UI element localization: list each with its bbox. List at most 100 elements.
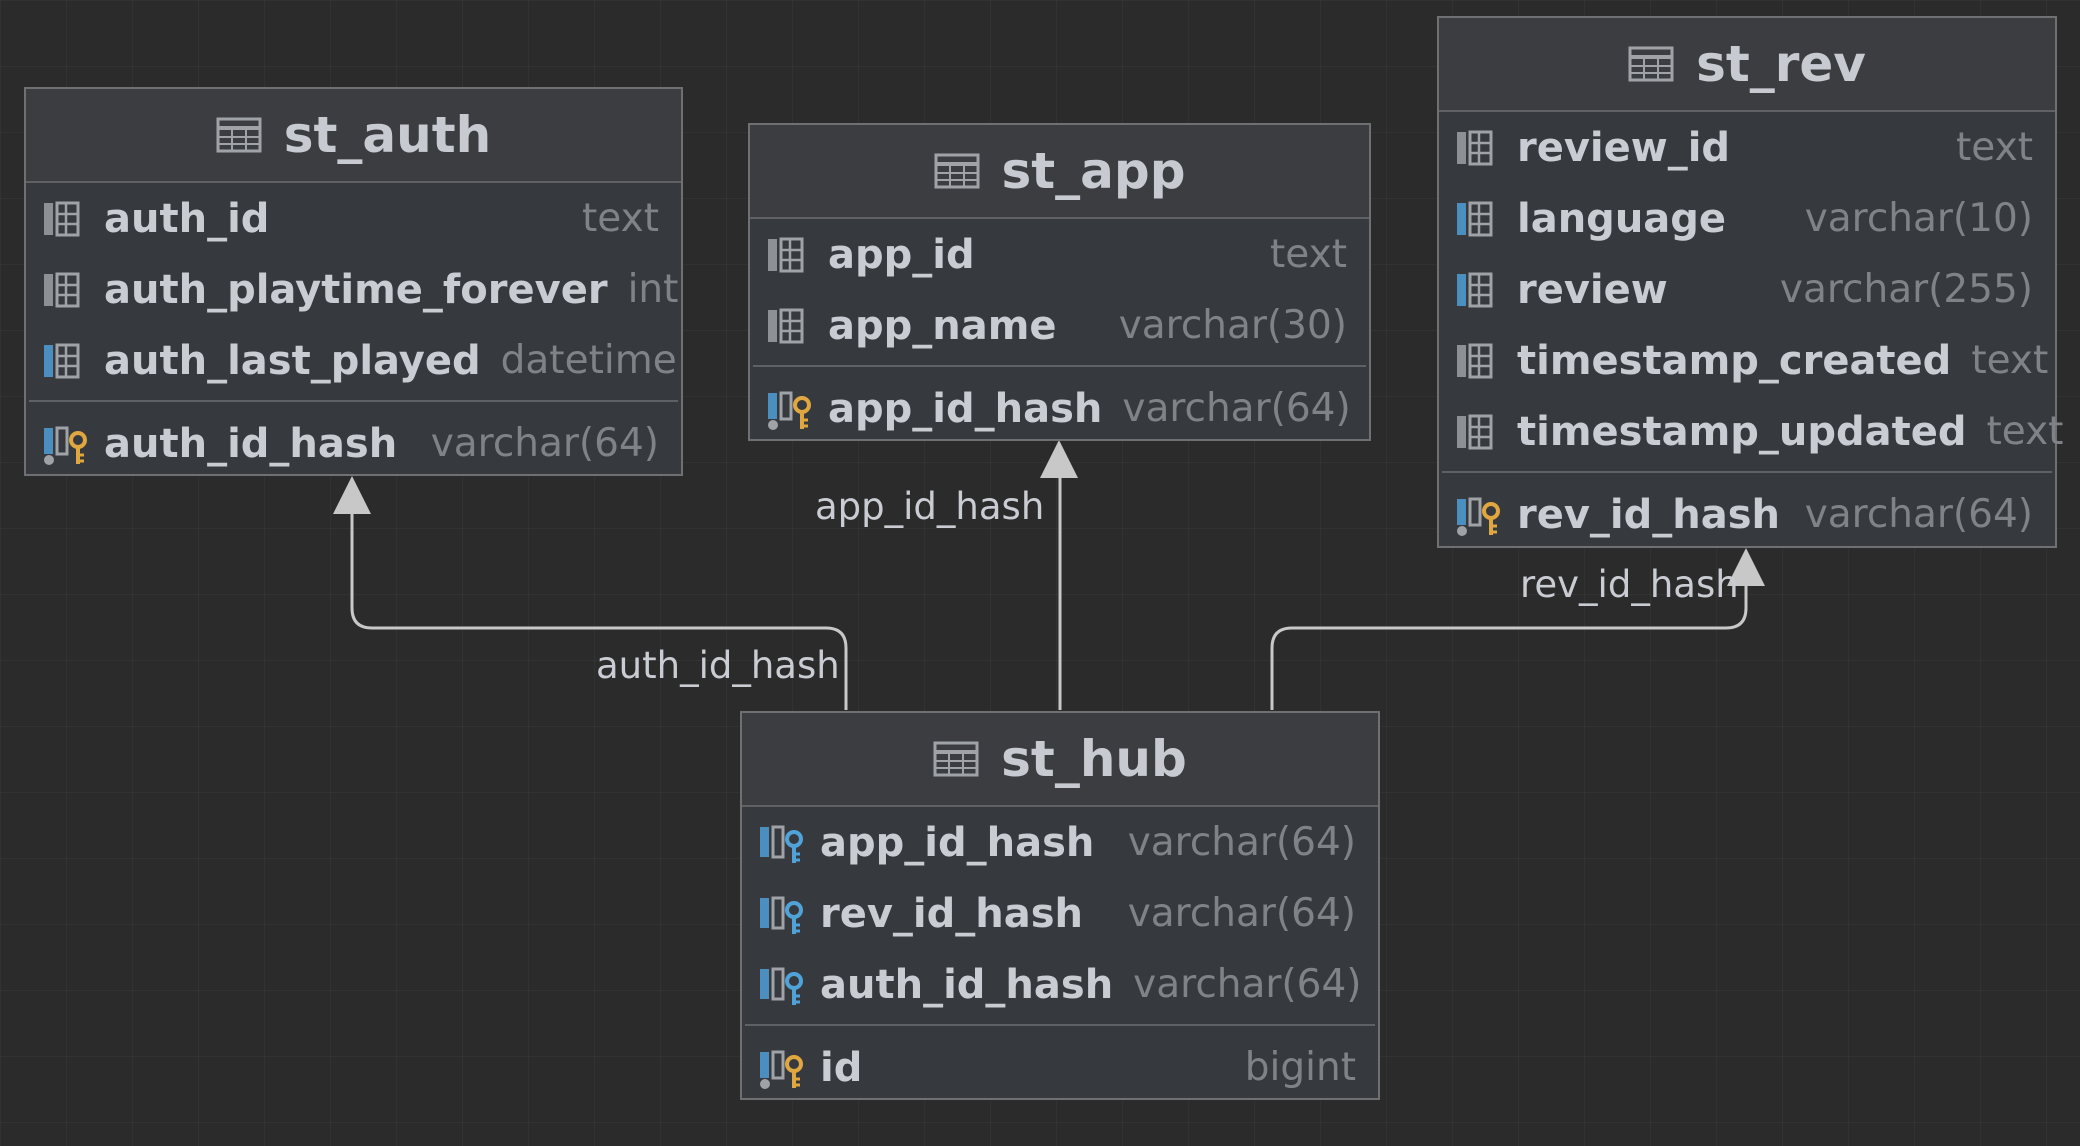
column-name: review_id	[1517, 124, 1731, 171]
column-name: timestamp_updated	[1517, 408, 1967, 455]
table-st-auth[interactable]: st_auth auth_id text auth_playtime_forever i…	[24, 87, 683, 476]
column-name: rev_id_hash	[1517, 491, 1781, 538]
column-type: varchar(255)	[1779, 267, 2033, 312]
column-name: rev_id_hash	[820, 890, 1084, 937]
column-name: app_id	[828, 231, 975, 278]
key-row[interactable]: auth_id_hash varchar(64)	[26, 406, 681, 481]
key-list: app_id_hash varchar(64)	[750, 371, 1369, 446]
key-row[interactable]: app_id_hash varchar(64)	[750, 371, 1369, 446]
column-name: review	[1517, 266, 1668, 313]
column-name: timestamp_created	[1517, 337, 1952, 384]
table-header[interactable]: st_rev	[1439, 18, 2055, 112]
column-icon	[1457, 414, 1493, 449]
column-icon	[1457, 343, 1493, 378]
primary-key-icon	[44, 426, 87, 465]
column-name: auth_id_hash	[104, 420, 398, 467]
foreign-key-icon	[760, 825, 803, 863]
foreign-key-icon	[760, 967, 803, 1005]
key-row[interactable]: id bigint	[742, 1030, 1378, 1105]
primary-key-icon	[760, 1050, 803, 1089]
primary-key-icon	[1457, 497, 1500, 536]
relation-arrow-rev	[1727, 548, 1765, 586]
column-row[interactable]: auth_id_hash varchar(64)	[742, 949, 1378, 1020]
column-name: auth_playtime_forever	[104, 266, 608, 313]
column-row[interactable]: timestamp_created text	[1439, 325, 2055, 396]
column-name: id	[820, 1044, 863, 1091]
key-list: id bigint	[742, 1030, 1378, 1105]
relation-label-app: app_id_hash	[815, 485, 1045, 528]
column-row[interactable]: app_id_hash varchar(64)	[742, 807, 1378, 878]
column-type: varchar(64)	[1127, 891, 1356, 936]
column-icon	[768, 308, 804, 343]
relation-line-auth[interactable]	[350, 512, 848, 710]
foreign-key-icon	[760, 896, 803, 934]
column-row[interactable]: rev_id_hash varchar(64)	[742, 878, 1378, 949]
column-icon	[44, 201, 80, 236]
column-type: text	[1270, 232, 1347, 277]
column-type: varchar(64)	[1127, 820, 1356, 865]
section-divider	[745, 1024, 1375, 1026]
column-row[interactable]: review varchar(255)	[1439, 254, 2055, 325]
column-icon-blue	[1457, 272, 1493, 307]
column-row[interactable]: app_name varchar(30)	[750, 290, 1369, 361]
column-icon	[768, 237, 804, 272]
column-row[interactable]: auth_playtime_forever int	[26, 254, 681, 325]
table-title: st_rev	[1696, 35, 1866, 93]
column-type: text	[582, 196, 659, 241]
table-icon	[933, 741, 979, 777]
column-type: varchar(10)	[1804, 196, 2033, 241]
primary-key-icon	[768, 391, 811, 430]
column-name: app_name	[828, 302, 1057, 349]
table-header[interactable]: st_app	[750, 125, 1369, 219]
column-icon	[1457, 130, 1493, 165]
column-type: varchar(64)	[1133, 962, 1362, 1007]
column-row[interactable]: auth_id text	[26, 183, 681, 254]
column-icon-blue	[1457, 201, 1493, 236]
section-divider	[753, 365, 1366, 367]
key-row[interactable]: rev_id_hash varchar(64)	[1439, 477, 2055, 552]
key-list: rev_id_hash varchar(64)	[1439, 477, 2055, 552]
column-row[interactable]: language varchar(10)	[1439, 183, 2055, 254]
table-icon	[1628, 46, 1674, 82]
column-icon	[44, 272, 80, 307]
section-divider	[29, 400, 678, 402]
column-name: auth_last_played	[104, 337, 481, 384]
relation-arrow-app	[1040, 440, 1078, 478]
column-name: language	[1517, 195, 1727, 242]
table-title: st_app	[1001, 142, 1186, 200]
column-name: auth_id_hash	[820, 961, 1114, 1008]
table-header[interactable]: st_auth	[26, 89, 681, 183]
table-icon	[216, 117, 262, 153]
column-name: app_id_hash	[820, 819, 1095, 866]
table-icon	[934, 153, 979, 189]
column-row[interactable]: timestamp_updated text	[1439, 396, 2063, 467]
column-row[interactable]: app_id text	[750, 219, 1369, 290]
table-title: st_auth	[283, 106, 492, 164]
table-header[interactable]: st_hub	[742, 713, 1378, 807]
column-type: varchar(30)	[1118, 303, 1347, 348]
column-type: varchar(64)	[1122, 386, 1351, 431]
table-title: st_hub	[1001, 730, 1187, 788]
column-type: text	[1956, 125, 2033, 170]
relation-label-auth: auth_id_hash	[596, 644, 840, 687]
column-type: datetime	[500, 338, 677, 383]
relation-line-rev[interactable]	[1270, 585, 1748, 710]
column-name: app_id_hash	[828, 385, 1103, 432]
column-row[interactable]: review_id text	[1439, 112, 2055, 183]
column-type: int	[627, 267, 679, 312]
column-type: text	[1971, 338, 2049, 383]
column-type: bigint	[1244, 1045, 1356, 1090]
column-type: varchar(64)	[430, 421, 659, 466]
column-type: varchar(64)	[1804, 492, 2033, 537]
column-list: app_id text app_name varchar(30)	[750, 219, 1369, 361]
column-row[interactable]: auth_last_played datetime	[26, 325, 681, 396]
column-name: auth_id	[104, 195, 270, 242]
column-type: text	[1986, 409, 2064, 454]
section-divider	[1442, 471, 2052, 473]
